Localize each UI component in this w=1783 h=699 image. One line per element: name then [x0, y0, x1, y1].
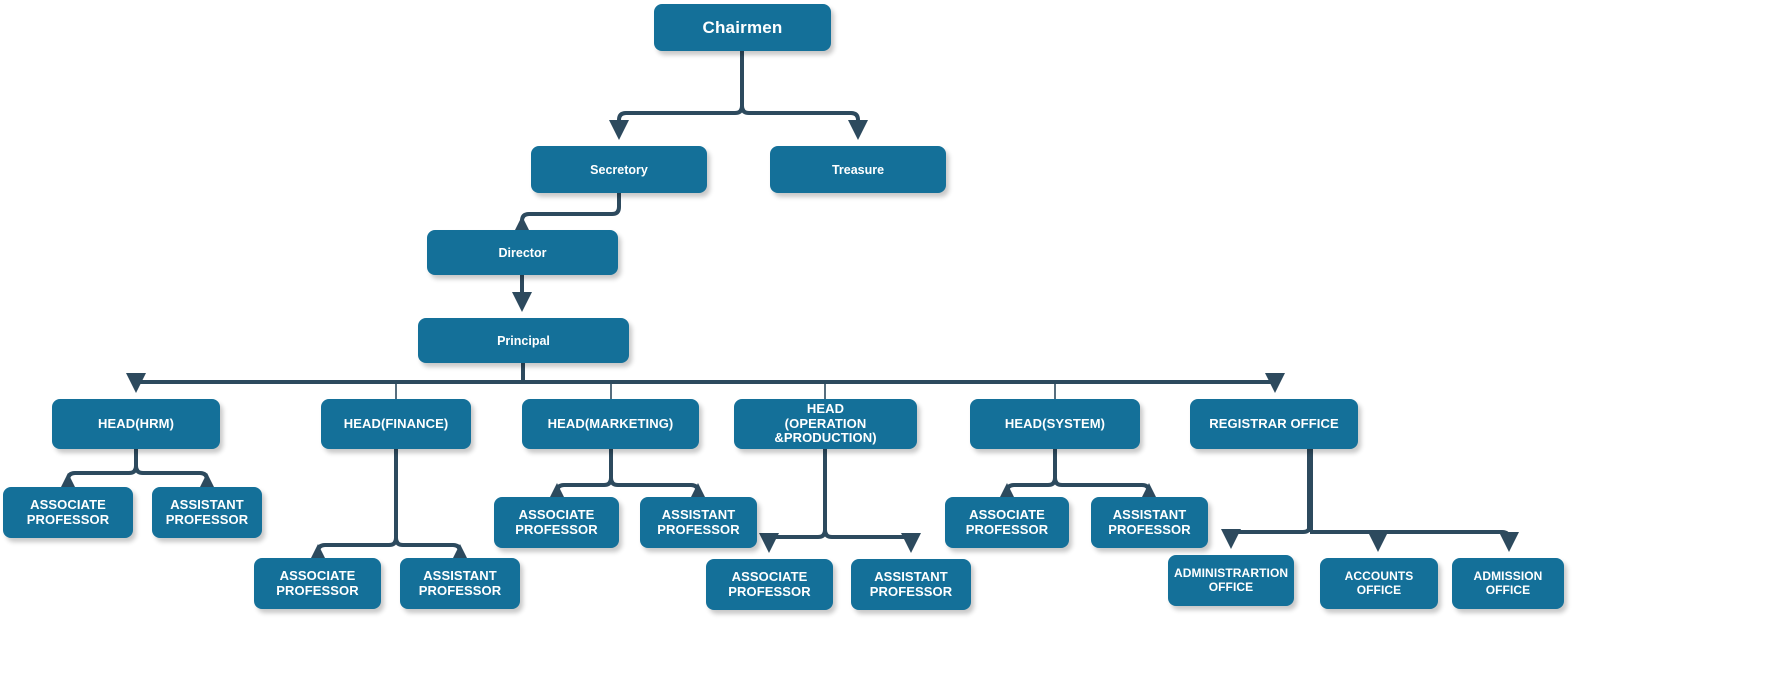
node-secretory[interactable]: Secretory: [531, 146, 707, 193]
node-director-label: Director: [498, 245, 547, 260]
node-registrar-office-label: REGISTRAR OFFICE: [1209, 415, 1339, 431]
node-head-finance[interactable]: HEAD(FINANCE): [321, 399, 471, 449]
node-head-operation-production[interactable]: HEAD(OPERATION &PRODUCTION): [734, 399, 917, 449]
node-head-marketing-label: HEAD(MARKETING): [547, 415, 674, 431]
node-chairmen[interactable]: Chairmen: [654, 4, 831, 51]
node-registrar-office[interactable]: REGISTRAR OFFICE: [1190, 399, 1358, 449]
node-chairmen-label: Chairmen: [702, 17, 783, 37]
node-secretory-label: Secretory: [590, 162, 648, 177]
node-head-finance-label: HEAD(FINANCE): [343, 415, 449, 431]
node-head-marketing[interactable]: HEAD(MARKETING): [522, 399, 699, 449]
node-treasure[interactable]: Treasure: [770, 146, 946, 193]
node-head-hrm-label: HEAD(HRM): [98, 415, 174, 431]
node-principal[interactable]: Principal: [418, 318, 629, 363]
node-head-system[interactable]: HEAD(SYSTEM): [970, 399, 1140, 449]
node-head-hrm[interactable]: HEAD(HRM): [52, 399, 220, 449]
node-director[interactable]: Director: [427, 230, 618, 275]
node-principal-label: Principal: [497, 333, 550, 348]
node-head-operation-production-label: HEAD(OPERATION &PRODUCTION): [774, 401, 877, 446]
node-treasure-label: Treasure: [831, 162, 885, 177]
node-head-system-label: HEAD(SYSTEM): [1004, 415, 1106, 431]
